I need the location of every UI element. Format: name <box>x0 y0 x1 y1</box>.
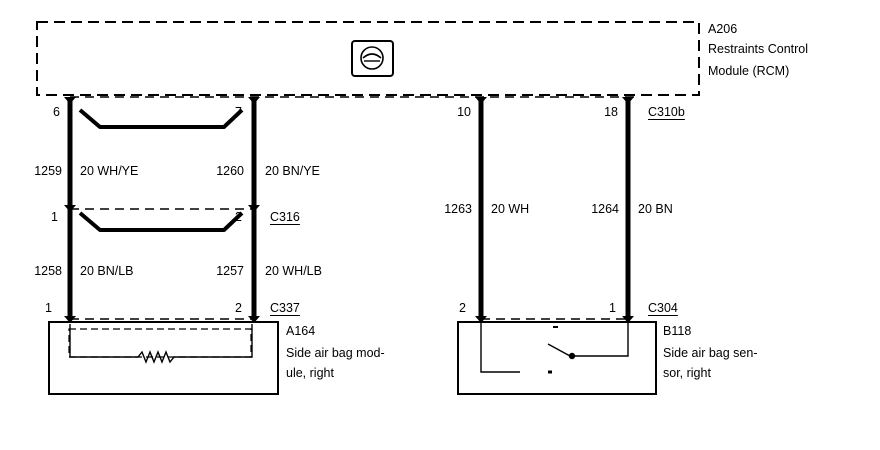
a164-inner-dashed <box>68 328 252 358</box>
twisted-pair-symbol <box>78 108 244 232</box>
a164-desc-line1: Side air bag mod- <box>286 346 385 360</box>
circuit-1258-color: 20 BN/LB <box>80 264 134 278</box>
circuit-1264-number: 1264 <box>591 202 619 216</box>
connector-c304-label: C304 <box>648 301 678 315</box>
pin-arrows-c304 <box>475 316 634 323</box>
module-id: A206 <box>708 22 738 36</box>
circuit-1263-number: 1263 <box>444 202 472 216</box>
b118-desc-line2: sor, right <box>663 366 711 380</box>
circuit-1260-color: 20 BN/YE <box>265 164 320 178</box>
connector-c337-label: C337 <box>270 301 300 315</box>
c337-pin-1-label: 1 <box>45 301 52 315</box>
c304-pin-1-label: 1 <box>609 301 616 315</box>
pin-18-label: 18 <box>604 105 618 119</box>
a164-id-label: A164 <box>286 324 316 338</box>
sensor-switch-icon <box>480 322 629 374</box>
module-name-line1: Restraints Control <box>708 42 809 56</box>
b118-id-label: B118 <box>663 324 692 338</box>
squib-resistor-icon <box>69 324 253 364</box>
circuit-1259-color: 20 WH/YE <box>80 164 139 178</box>
pin-6-label: 6 <box>53 105 60 119</box>
circuit-1257-color: 20 WH/LB <box>265 264 322 278</box>
a164-module-box <box>48 321 279 395</box>
circuit-1260-number: 1260 <box>216 164 244 178</box>
pin-7-label: 7 <box>235 105 242 119</box>
connector-c310b-label: C310b <box>648 105 685 119</box>
circuit-1263-color: 20 WH <box>491 202 530 216</box>
rcm-module-outline <box>36 21 700 96</box>
a164-desc-line2: ule, right <box>286 366 334 380</box>
pin-arrows-c337 <box>64 316 260 323</box>
circuit-1259-number: 1259 <box>34 164 62 178</box>
b118-desc-line1: Side air bag sen- <box>663 346 758 360</box>
c316-pin-2-label: 2 <box>235 210 242 224</box>
connector-c316-label: C316 <box>270 210 300 224</box>
circuit-1258-number: 1258 <box>34 264 62 278</box>
b118-sensor-box <box>457 321 657 395</box>
pin-arrows-top <box>64 97 634 104</box>
module-name-line2: Module (RCM) <box>708 64 790 78</box>
pin-arrows-c316 <box>64 205 260 212</box>
pin-10-label: 10 <box>457 105 471 119</box>
circuit-1264-color: 20 BN <box>638 202 673 216</box>
c304-pin-2-label: 2 <box>459 301 466 315</box>
airbag-module-symbol-icon <box>351 40 394 77</box>
c337-pin-2-label: 2 <box>235 301 242 315</box>
c316-pin-1-label: 1 <box>51 210 58 224</box>
circuit-1257-number: 1257 <box>216 264 244 278</box>
